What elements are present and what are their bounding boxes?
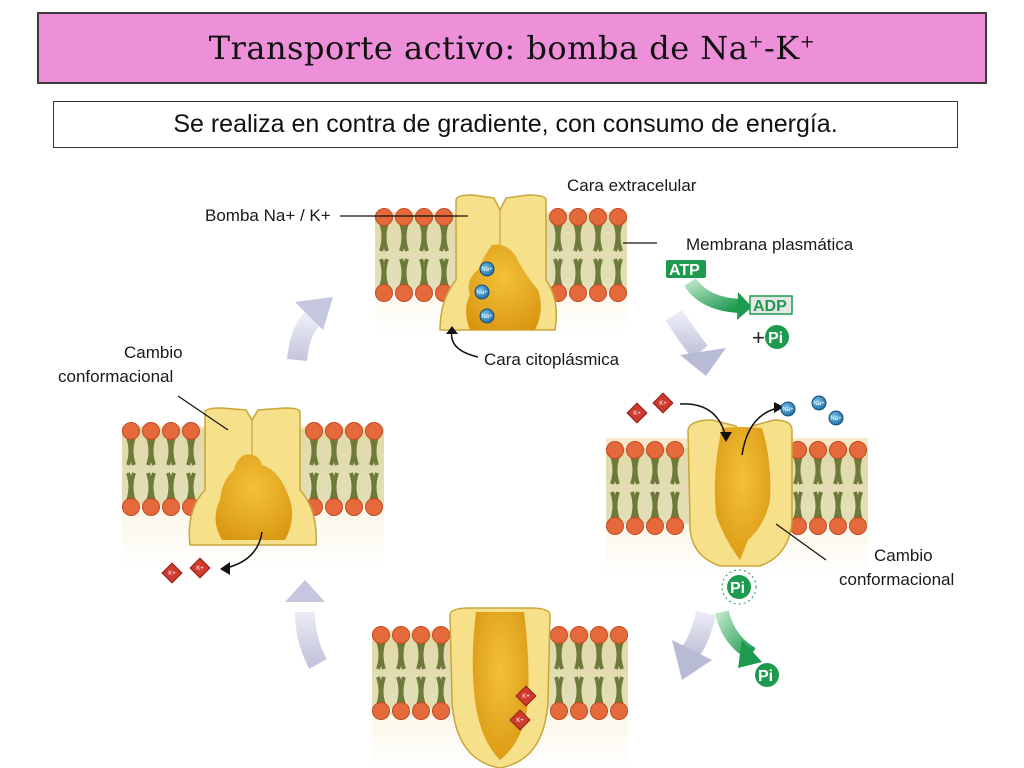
- pi-label: Pi: [768, 330, 783, 347]
- binding-pocket: [215, 454, 293, 540]
- slide-title: Transporte activo: bomba de Na+-K+: [208, 29, 816, 67]
- label-conformational-left-2: conformacional: [58, 367, 173, 386]
- plus-sign: +: [752, 325, 765, 350]
- label-conformational-left-1: Cambio: [124, 343, 183, 362]
- pi-released-label: Pi: [758, 668, 773, 685]
- pump-state-open-inside: [373, 194, 629, 332]
- na-ion: [780, 401, 796, 417]
- label-extracellular: Cara extracelular: [567, 176, 697, 195]
- adp-label: ADP: [753, 298, 787, 315]
- cycle-arrow-bottom-right: [682, 610, 716, 659]
- cycle-arrow-top-left: [287, 310, 321, 362]
- atp-hydrolysis: ATP ADP + Pi: [666, 260, 793, 350]
- na-ion: [479, 261, 495, 277]
- subtitle-box: Se realiza en contra de gradiente, con c…: [53, 101, 958, 148]
- svg-text:Pi: Pi: [730, 580, 745, 597]
- label-pump: Bomba Na+ / K+: [205, 206, 331, 225]
- title-banner: Transporte activo: bomba de Na+-K+: [37, 12, 987, 84]
- k-ion: [161, 562, 183, 584]
- subtitle-text: Se realiza en contra de gradiente, con c…: [173, 110, 838, 138]
- na-ion: [828, 410, 844, 426]
- pump-state-open-outside: [604, 419, 869, 578]
- pump-state-k-bound: [370, 607, 630, 768]
- phosphate-bound: Pi: [721, 569, 757, 605]
- binding-pocket: [714, 427, 771, 560]
- pump-state-closed-release-k: [120, 407, 385, 566]
- na-ion: [811, 395, 827, 411]
- label-cytoplasmic: Cara citoplásmica: [484, 350, 620, 369]
- k-ion: [652, 392, 674, 414]
- label-membrane: Membrana plasmática: [686, 235, 854, 254]
- na-ion: [479, 308, 495, 324]
- atp-label: ATP: [669, 262, 700, 279]
- label-conformational-right-1: Cambio: [874, 546, 933, 565]
- na-ion: [474, 284, 490, 300]
- cycle-arrow-bottom-left: [295, 611, 327, 669]
- label-conformational-right-2: conformacional: [839, 570, 954, 589]
- k-ion: [626, 402, 648, 424]
- cycle-arrow-top-right: [665, 309, 708, 359]
